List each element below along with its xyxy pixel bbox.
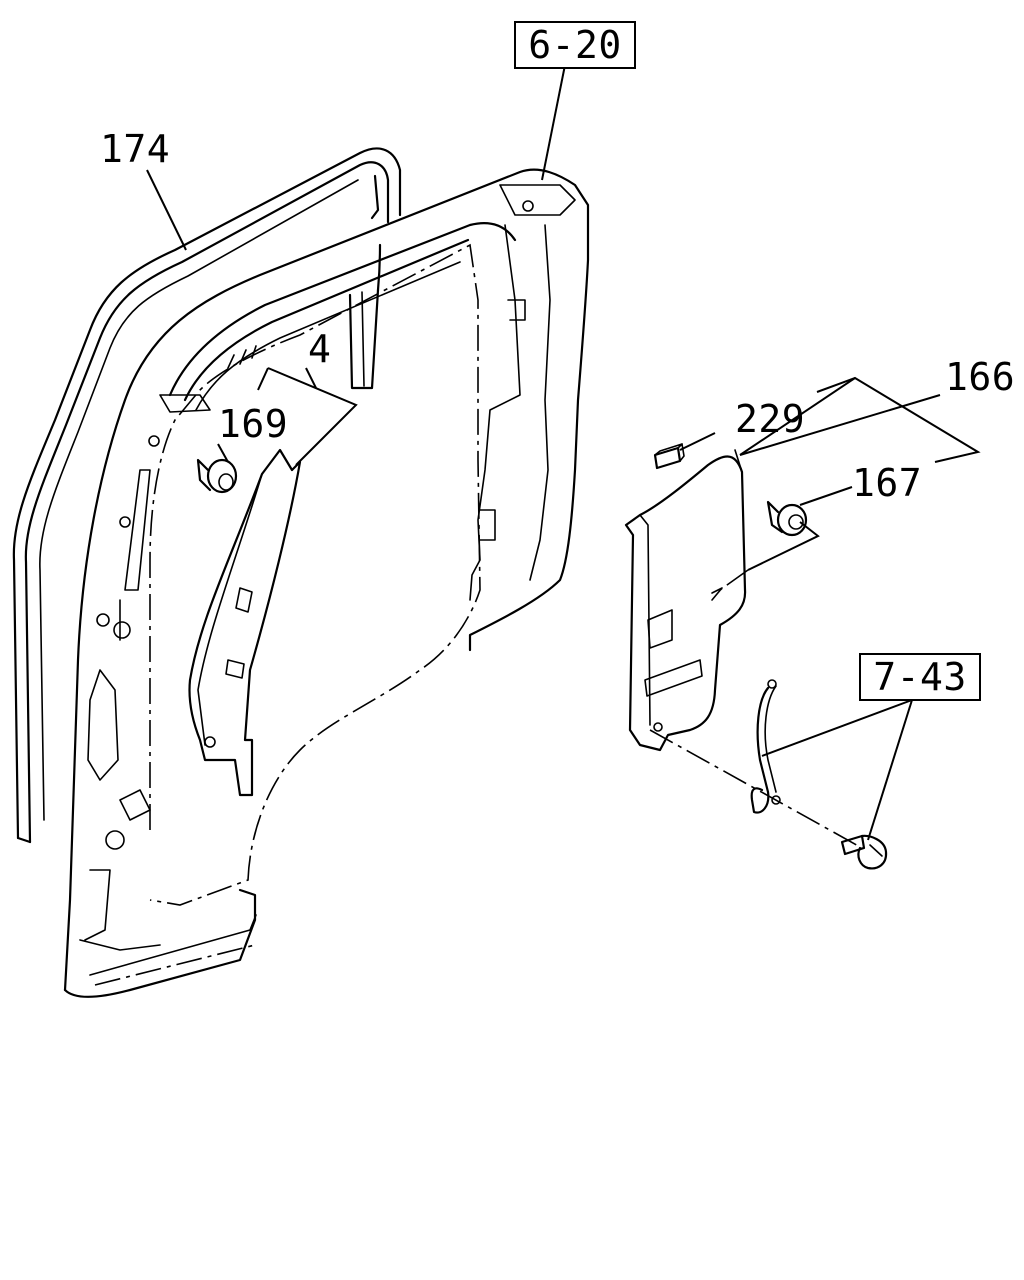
callout-6-20: 6-20 bbox=[514, 21, 636, 69]
pad-229 bbox=[653, 443, 685, 470]
cover-166 bbox=[624, 449, 747, 752]
callout-169: 169 bbox=[218, 402, 288, 446]
callout-7-43: 7-43 bbox=[859, 653, 981, 701]
leader-lines bbox=[146, 64, 981, 849]
weatherstrip-174 bbox=[12, 147, 402, 844]
rod-7-43 bbox=[750, 679, 781, 814]
clip-169 bbox=[196, 458, 238, 494]
callout-4: 4 bbox=[308, 327, 331, 371]
callout-box bbox=[859, 653, 981, 701]
callout-229: 229 bbox=[735, 397, 805, 441]
door-inner-panel bbox=[63, 168, 590, 998]
clip-167 bbox=[766, 500, 808, 537]
callout-text: 6-20 bbox=[528, 23, 622, 67]
garnish-strip-4 bbox=[188, 448, 302, 797]
callout-166: 166 bbox=[945, 355, 1015, 399]
callout-text: 7-43 bbox=[873, 655, 967, 699]
callout-box bbox=[514, 21, 636, 69]
callout-174: 174 bbox=[100, 127, 170, 171]
bolt bbox=[840, 834, 888, 870]
callout-167: 167 bbox=[852, 461, 922, 505]
